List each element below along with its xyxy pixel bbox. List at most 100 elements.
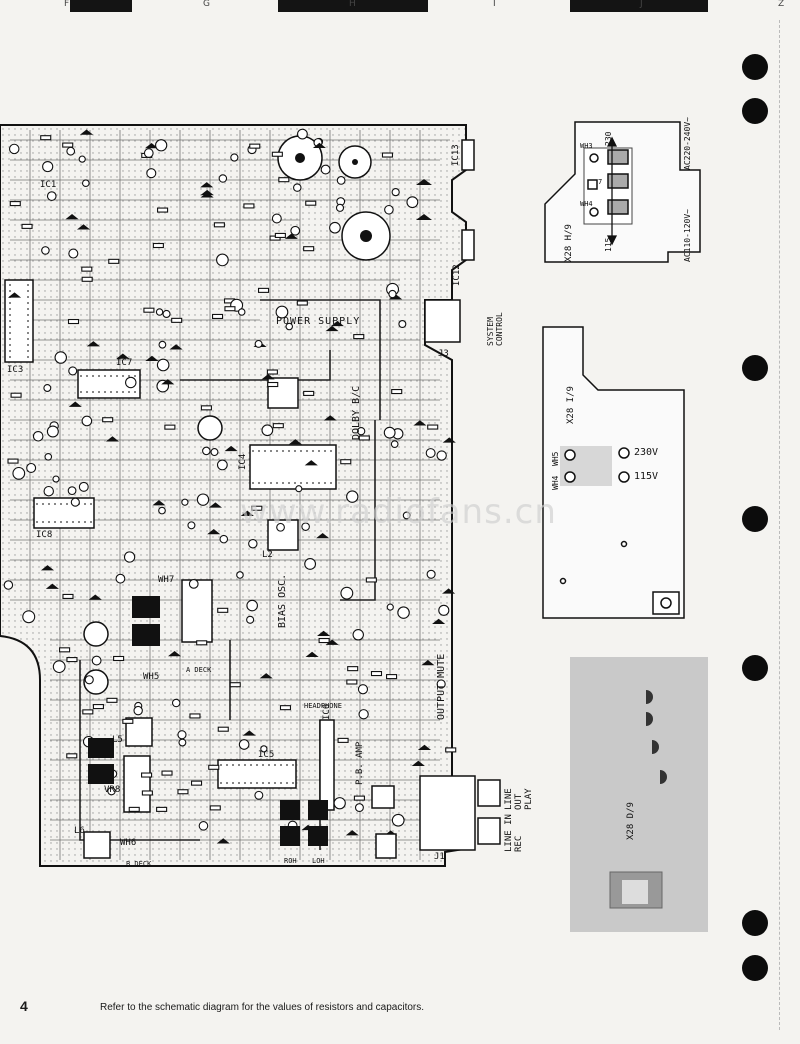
component-footprint: [216, 459, 228, 471]
component-footprint: [335, 203, 345, 212]
column-marker: Z: [778, 0, 785, 9]
column-marker: F: [64, 0, 70, 9]
component-footprint: [240, 510, 254, 516]
component-footprint: [218, 174, 228, 183]
component-label: LOH: [312, 857, 325, 865]
component-footprint: [161, 770, 173, 776]
component-footprint: [66, 657, 78, 663]
component-footprint: [106, 697, 118, 703]
component-footprint: [9, 201, 21, 207]
component-footprint: [217, 726, 229, 732]
component-footprint: [411, 760, 425, 766]
component-footprint: [45, 583, 59, 589]
ic-label: IC8: [36, 530, 53, 540]
component-footprint: [317, 630, 331, 636]
component-footprint: [356, 426, 366, 436]
component-footprint: [54, 351, 68, 364]
column-marker: G: [203, 0, 210, 9]
component-footprint: [216, 253, 229, 267]
component-footprint: [188, 578, 199, 589]
component-footprint: [275, 305, 289, 319]
column-ruler: F G H I J Z: [0, 0, 800, 12]
component-footprint: [353, 795, 365, 801]
component-footprint: [242, 730, 256, 736]
component-footprint: [251, 505, 263, 511]
component-footprint: [406, 196, 419, 209]
connector-label-system-control: SYSTEM CONTROL: [486, 312, 504, 346]
ic-label: IC1: [40, 180, 57, 190]
component-footprint: [354, 803, 364, 813]
component-footprint: [169, 344, 183, 350]
component-footprint: [271, 151, 283, 157]
component-footprint: [46, 191, 57, 201]
component-footprint: [260, 745, 268, 753]
component-footprint: [438, 604, 450, 616]
component-footprint: [107, 786, 116, 796]
component-footprint: [200, 405, 212, 411]
component-footprint: [271, 213, 282, 224]
component-footprint: [157, 207, 169, 213]
component-footprint: [86, 341, 100, 347]
component-footprint: [113, 655, 125, 662]
component-footprint: [305, 200, 317, 206]
component-footprint: [177, 789, 189, 795]
component-footprint: [442, 588, 456, 594]
inset-voltage-230: 230V: [634, 447, 659, 458]
component-footprint: [346, 490, 359, 503]
component-footprint: [254, 790, 264, 800]
component-footprint: [266, 369, 278, 375]
inset-pad-label: WH4: [580, 200, 593, 208]
component-footprint: [21, 223, 33, 229]
inset-h9-board: [544, 121, 701, 263]
component-label: B DECK: [126, 860, 152, 868]
component-footprint: [59, 647, 71, 653]
component-footprint: [200, 182, 214, 188]
component-footprint: [272, 423, 284, 429]
component-footprint: [177, 730, 187, 740]
component-footprint: [82, 709, 94, 715]
component-footprint: [145, 355, 159, 361]
component-footprint: [318, 637, 330, 644]
component-footprint: [91, 655, 102, 666]
component-footprint: [425, 448, 436, 459]
component-footprint: [158, 340, 167, 349]
page-number: 4: [20, 998, 28, 1014]
component-footprint: [329, 221, 341, 234]
component-footprint: [237, 308, 246, 316]
component-footprint: [353, 334, 365, 340]
component-footprint: [62, 593, 74, 599]
ic3-package: [4, 279, 34, 363]
binder-hole: [742, 655, 768, 681]
component-footprint: [12, 466, 26, 480]
component-footprint: [337, 737, 349, 743]
component-footprint: [304, 558, 317, 570]
component-footprint: [141, 772, 153, 778]
component-footprint: [402, 511, 411, 520]
component-footprint: [336, 176, 346, 185]
inset-pad-label: WH4: [551, 475, 560, 490]
ruler-segment: [278, 0, 428, 12]
component-footprint: [152, 500, 166, 506]
inset-id-label: X28 I/9: [566, 386, 576, 424]
component-footprint: [65, 213, 79, 220]
component-footprint: [436, 679, 446, 689]
component-footprint: [62, 142, 74, 148]
crystal-x2: [123, 755, 151, 813]
component-footprint: [171, 317, 183, 323]
ic-label: IC4: [238, 453, 248, 470]
component-footprint: [303, 246, 315, 252]
component-footprint: [144, 142, 159, 149]
component-footprint: [249, 143, 261, 149]
component-footprint: [133, 705, 143, 716]
component-footprint: [190, 780, 203, 786]
component-footprint: [436, 450, 447, 461]
component-footprint: [352, 629, 364, 641]
binder-hole: [742, 910, 768, 936]
component-footprint: [141, 790, 153, 796]
component-footprint: [288, 439, 302, 445]
component-footprint: [196, 640, 208, 646]
component-footprint: [152, 242, 164, 249]
component-footprint: [312, 142, 326, 149]
ic-label: IC7: [116, 358, 133, 368]
component-footprint: [386, 674, 398, 680]
